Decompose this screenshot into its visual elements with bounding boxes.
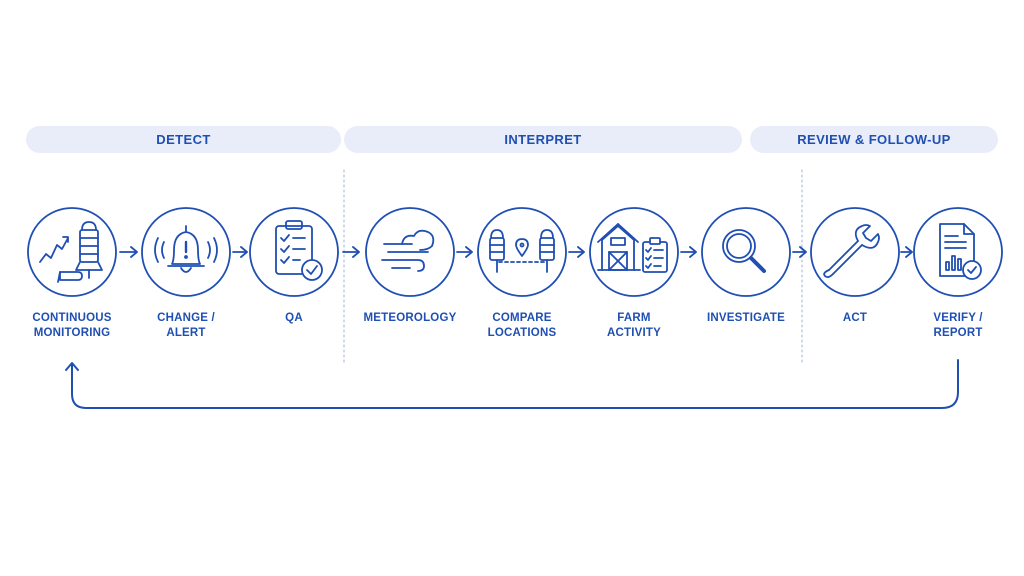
- arrow-right-icon: [342, 246, 360, 258]
- step-label-change-alert: CHANGE / ALERT: [157, 312, 215, 339]
- phase-interpret-label: INTERPRET: [504, 132, 582, 147]
- wrench-icon: [823, 224, 880, 279]
- step-circle: [701, 207, 791, 297]
- step-label-qa: QA: [285, 312, 303, 324]
- arrow-right-icon: [792, 246, 807, 258]
- compare-locations-icon: [489, 229, 555, 273]
- report-verified-icon: [939, 223, 982, 280]
- step-circle: [913, 207, 1003, 297]
- feedback-loop-arrow: [71, 359, 959, 409]
- phase-review-follow-up: REVIEW & FOLLOW-UP: [750, 126, 998, 153]
- phase-interpret: INTERPRET: [344, 126, 742, 153]
- arrow-right-icon: [568, 246, 585, 258]
- arrow-right-icon: [680, 246, 697, 258]
- step-label-farm-activity: FARM ACTIVITY: [607, 312, 661, 339]
- phase-detect: DETECT: [26, 126, 341, 153]
- checklist-clipboard-icon: [275, 220, 323, 281]
- step-label-compare-locations: COMPARE LOCATIONS: [487, 312, 557, 339]
- magnifier-icon: [722, 229, 766, 273]
- monitoring-sensor-icon: [39, 221, 103, 283]
- barn-checklist-icon: [597, 223, 668, 273]
- arrow-right-icon: [232, 246, 248, 258]
- step-label-meteorology: METEOROLOGY: [363, 312, 457, 324]
- arrow-right-icon: [456, 246, 473, 258]
- phase-review-label: REVIEW & FOLLOW-UP: [797, 132, 951, 147]
- wind-cloud-icon: [381, 229, 435, 272]
- phase-detect-label: DETECT: [156, 132, 211, 147]
- arrow-right-icon: [900, 246, 913, 258]
- alarm-bell-icon: [154, 225, 218, 273]
- step-label-investigate: INVESTIGATE: [706, 312, 786, 324]
- step-label-verify-report: VERIFY / REPORT: [933, 312, 983, 339]
- step-circle: [27, 207, 117, 297]
- step-label-continuous-monitoring: CONTINUOUS MONITORING: [32, 312, 112, 339]
- feedback-arrowhead-icon: [65, 362, 79, 371]
- step-label-act: ACT: [842, 312, 868, 324]
- arrow-right-icon: [119, 246, 138, 258]
